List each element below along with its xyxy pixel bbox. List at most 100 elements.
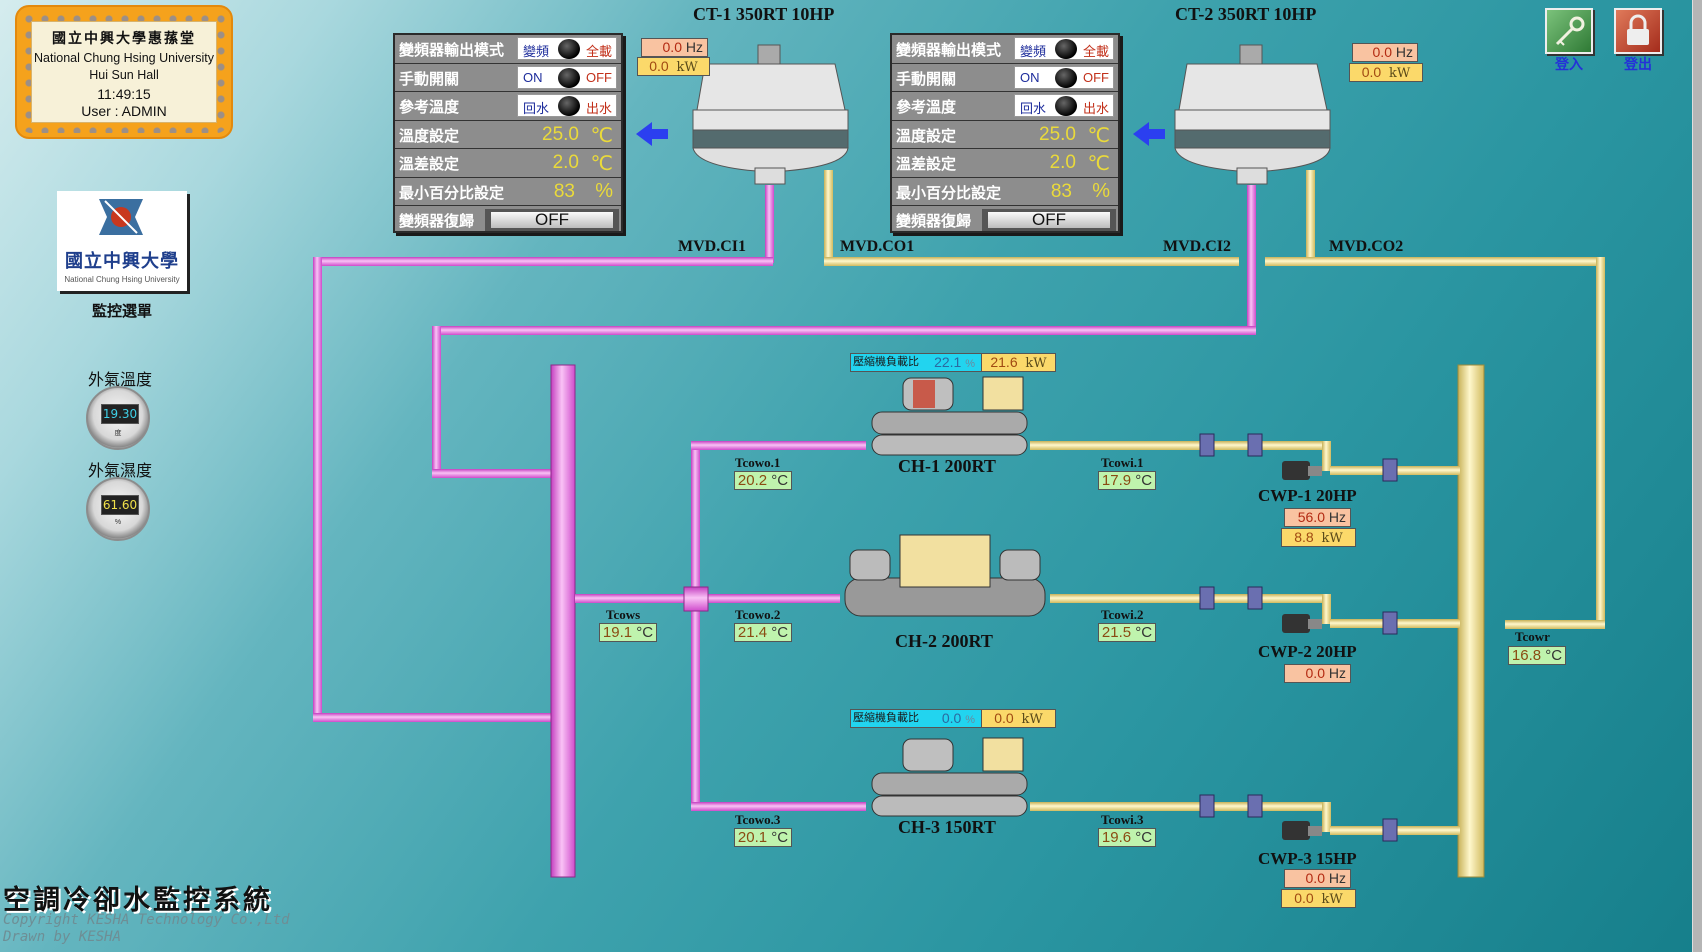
- ct1-frequency: 0.0 Hz: [641, 38, 708, 57]
- valve[interactable]: [1247, 586, 1263, 610]
- return-pipe-ct2: [1265, 170, 1605, 629]
- cwp1-power: 8.8 kW: [1281, 528, 1356, 547]
- system-title: 空調冷卻水監控系統: [3, 885, 273, 916]
- supply-pipe-ct1: [313, 185, 774, 722]
- ct2-inverter-mode-switch[interactable]: 變頻 全載: [1014, 37, 1114, 60]
- ct2-valve-in-label: MVD.CI2: [1163, 238, 1231, 255]
- ch2-out-temp-value: 21.4: [737, 624, 768, 641]
- ct2-temp-diff-unit: ℃: [1087, 153, 1110, 175]
- cwp2-title: CWP-2 20HP: [1258, 642, 1357, 661]
- ch1-out-temp-label: Tcowo.1: [735, 455, 781, 470]
- org-name-en: National Chung Hsing University: [34, 51, 214, 65]
- cwp1-kw-unit: kW: [1321, 531, 1343, 546]
- ct2-ref-temp-switch[interactable]: 回水 出水: [1014, 94, 1114, 117]
- monitor-menu-link[interactable]: 監控選單: [91, 303, 152, 320]
- ct2-temp-diff-label: 溫差設定: [896, 156, 957, 173]
- valve[interactable]: [1382, 458, 1398, 482]
- logout-label[interactable]: 登出: [1624, 56, 1652, 72]
- valve[interactable]: [1247, 794, 1263, 818]
- ch1-in-temp-label: Tcowi.1: [1101, 455, 1144, 470]
- lock-icon: [1627, 14, 1649, 45]
- ct1-temp-diff-value[interactable]: 2.0: [552, 152, 579, 173]
- ct1-row-temp-set[interactable]: 溫度設定 25.0 ℃: [395, 121, 621, 149]
- ct2-inverter-mode-label: 變頻器輸出模式: [896, 42, 1002, 59]
- outdoor-temp-unit: 度: [114, 430, 122, 437]
- university-logo[interactable]: 國立中興大學 National Chung Hsing University: [57, 191, 187, 291]
- ct2-kw-unit: kW: [1389, 66, 1411, 81]
- ct2-title: CT-2 350RT 10HP: [1175, 4, 1317, 24]
- login-button[interactable]: [1545, 8, 1593, 54]
- temp-unit: °C: [771, 829, 789, 846]
- chiller-2-graphic: [844, 534, 1046, 617]
- switch-left-label: ON: [523, 69, 543, 85]
- supply-header: [550, 364, 576, 878]
- rotary-knob-icon: [558, 96, 580, 116]
- valve[interactable]: [1199, 433, 1215, 457]
- ct2-manual-label: 手動開關: [896, 70, 957, 88]
- ct1-inverter-mode-switch[interactable]: 變頻 全載: [517, 37, 617, 60]
- pump-motor-1: [1282, 461, 1322, 480]
- ct1-reset-button[interactable]: OFF: [485, 209, 619, 231]
- ct1-control-panel: 變頻器輸出模式 變頻 全載 手動開關 ON OFF 參考溫度 回水 出水 溫度設…: [393, 33, 623, 233]
- vertical-scrollbar[interactable]: [1692, 0, 1702, 952]
- switch-right-label: 出水: [585, 101, 612, 116]
- ct2-temp-diff-value[interactable]: 2.0: [1049, 152, 1076, 173]
- switch-left-label: 變頻: [1020, 44, 1047, 59]
- ch1-power: 21.6 kW: [981, 354, 1055, 371]
- ct1-ref-temp-switch[interactable]: 回水 出水: [517, 94, 617, 117]
- ct2-manual-switch[interactable]: ON OFF: [1014, 65, 1114, 89]
- ch2-in-temp-label: Tcowi.2: [1101, 607, 1144, 622]
- university-emblem-icon: [99, 199, 143, 235]
- ct2-row-manual: 手動開關 ON OFF: [892, 64, 1118, 92]
- ct2-min-pct-value[interactable]: 83: [1050, 180, 1072, 202]
- drawn-by-text: Drawn by KESHA: [3, 929, 122, 945]
- building-name: Hui Sun Hall: [89, 68, 159, 82]
- valve[interactable]: [1382, 818, 1398, 842]
- ch3-load-label: 壓縮機負載比: [853, 712, 919, 724]
- ct1-row-min-pct[interactable]: 最小百分比設定 83 %: [395, 178, 621, 206]
- temp-unit: °C: [1135, 472, 1153, 489]
- cwp3-kw-value: 0.0: [1294, 890, 1314, 906]
- ct2-temp-set-value[interactable]: 25.0: [1039, 123, 1076, 145]
- switch-right-label: 全載: [585, 44, 612, 59]
- switch-right-label: OFF: [586, 69, 612, 85]
- ct1-min-pct-unit: %: [595, 179, 613, 202]
- return-pipe-ct1: [824, 170, 1239, 266]
- ct1-row-temp-diff[interactable]: 溫差設定 2.0 ℃: [395, 149, 621, 178]
- login-label[interactable]: 登入: [1555, 56, 1583, 72]
- ct2-min-pct-label: 最小百分比設定: [896, 184, 1002, 202]
- chiller-3-graphic: [871, 737, 1028, 817]
- logo-text-en: National Chung Hsing University: [64, 275, 180, 284]
- ct1-temp-diff-unit: ℃: [590, 153, 613, 175]
- chiller-1-graphic: [871, 376, 1028, 456]
- temp-unit: °C: [1545, 647, 1563, 664]
- ch3-out-temp: 20.1 °C: [734, 828, 792, 847]
- current-user: User : ADMIN: [81, 103, 167, 119]
- ct2-reset-button[interactable]: OFF: [982, 209, 1116, 231]
- ch1-out-temp-value: 20.2: [737, 472, 768, 489]
- ct2-hz-value: 0.0: [1372, 44, 1392, 60]
- valve[interactable]: [1199, 586, 1215, 610]
- org-name-cn: 國立中興大學惠蓀堂: [52, 31, 196, 47]
- ct1-kw-unit: kW: [676, 60, 698, 75]
- ct2-row-min-pct[interactable]: 最小百分比設定 83 %: [892, 178, 1118, 206]
- temp-unit: °C: [771, 472, 789, 489]
- logo-text-cn: 國立中興大學: [65, 251, 179, 272]
- ch2-title: CH-2 200RT: [895, 631, 993, 651]
- ct1-manual-switch[interactable]: ON OFF: [517, 65, 617, 89]
- ct2-row-temp-diff[interactable]: 溫差設定 2.0 ℃: [892, 149, 1118, 178]
- ct2-row-inverter-mode: 變頻器輸出模式 變頻 全載: [892, 35, 1118, 64]
- ct1-min-pct-value[interactable]: 83: [553, 180, 575, 202]
- valve[interactable]: [1382, 611, 1398, 635]
- ct2-row-temp-set[interactable]: 溫度設定 25.0 ℃: [892, 121, 1118, 149]
- ct1-inverter-mode-label: 變頻器輸出模式: [399, 42, 505, 59]
- logout-button[interactable]: [1614, 8, 1662, 54]
- ct1-temp-set-value[interactable]: 25.0: [542, 123, 579, 145]
- valve[interactable]: [1247, 433, 1263, 457]
- cwp2-hz-unit: Hz: [1328, 665, 1346, 681]
- valve[interactable]: [1199, 794, 1215, 818]
- ch1-load-pct: 22.1: [934, 354, 962, 370]
- cwp3-hz-value: 0.0: [1305, 870, 1325, 886]
- pump-motor-2: [1282, 614, 1322, 633]
